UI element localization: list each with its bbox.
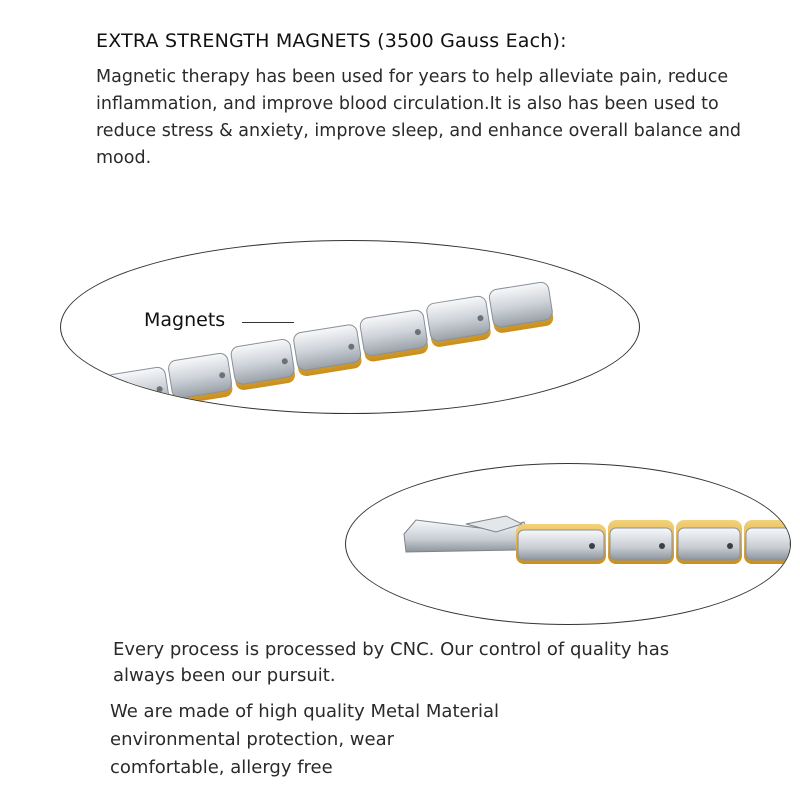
clasp-closeup-ellipse: [345, 463, 791, 625]
magnets-leader-line: [242, 322, 294, 323]
bracelet-magnets-image: [105, 281, 554, 413]
material-paragraph: We are made of high quality Metal Materi…: [110, 698, 499, 782]
material-line: We are made of high quality Metal Materi…: [110, 701, 500, 722]
magnet-closeup-ellipse: [60, 240, 640, 414]
magnets-callout-label: Magnets: [144, 309, 226, 331]
material-line: environmental protection, wear: [110, 729, 395, 750]
intro-paragraph: Magnetic therapy has been used for years…: [96, 67, 742, 168]
section-heading: EXTRA STRENGTH MAGNETS (3500 Gauss Each)…: [96, 30, 567, 52]
bracelet-clasp-image: [403, 515, 790, 564]
cnc-quality-paragraph: Every process is processed by CNC. Our c…: [113, 639, 670, 686]
material-line: comfortable, allergy free: [110, 757, 333, 778]
